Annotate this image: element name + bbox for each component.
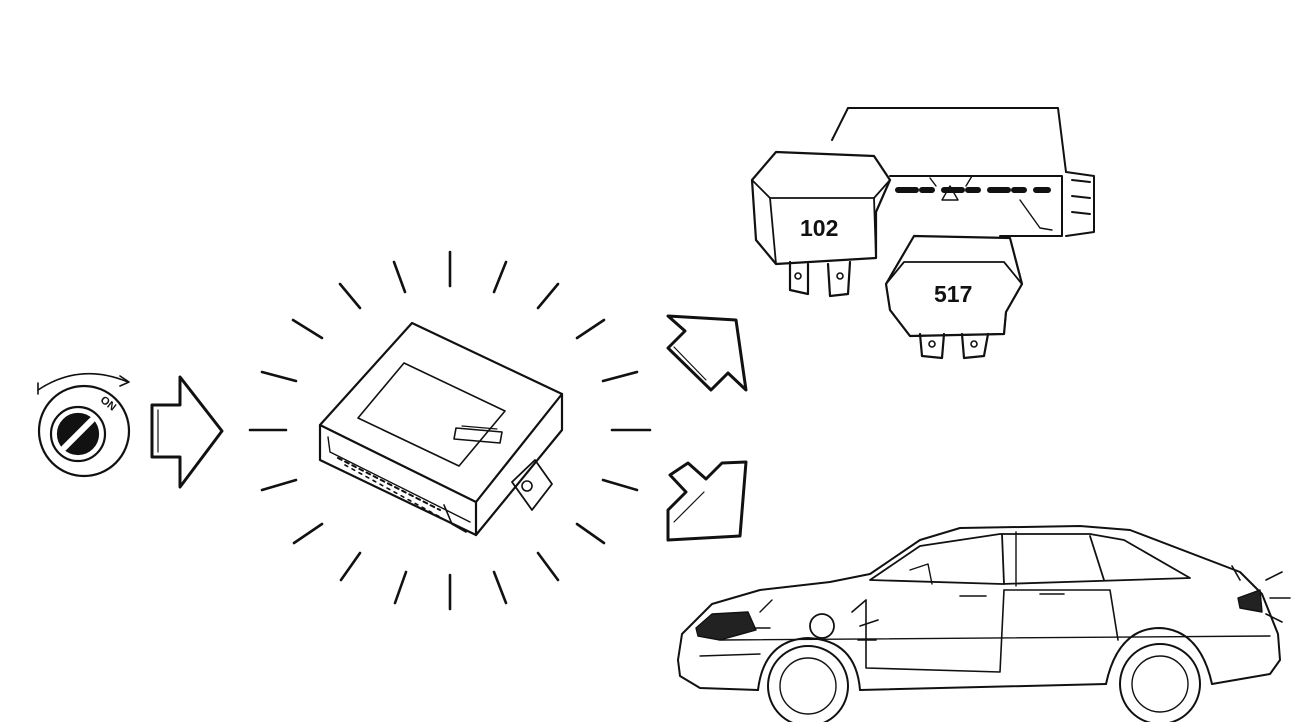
arrow-to-relays [666,314,748,392]
arrow-to-car [666,460,748,542]
ignition-switch: ON [37,372,131,478]
relay-panel [831,107,1095,237]
relay-102-label: 102 [800,215,838,241]
on-label: ON [98,394,118,414]
relay-517-label: 517 [934,281,972,307]
front-wheel [767,645,849,722]
relay-102: 102 [750,150,892,298]
car [677,525,1291,722]
ignition-key-icon [56,412,100,456]
control-unit [318,321,564,537]
control-unit-rays [248,250,652,611]
relay-sparkle [929,175,973,201]
arrow-to-control-unit [150,375,224,489]
rear-wheel [1119,643,1201,722]
relay-517: 517 [884,234,1024,360]
